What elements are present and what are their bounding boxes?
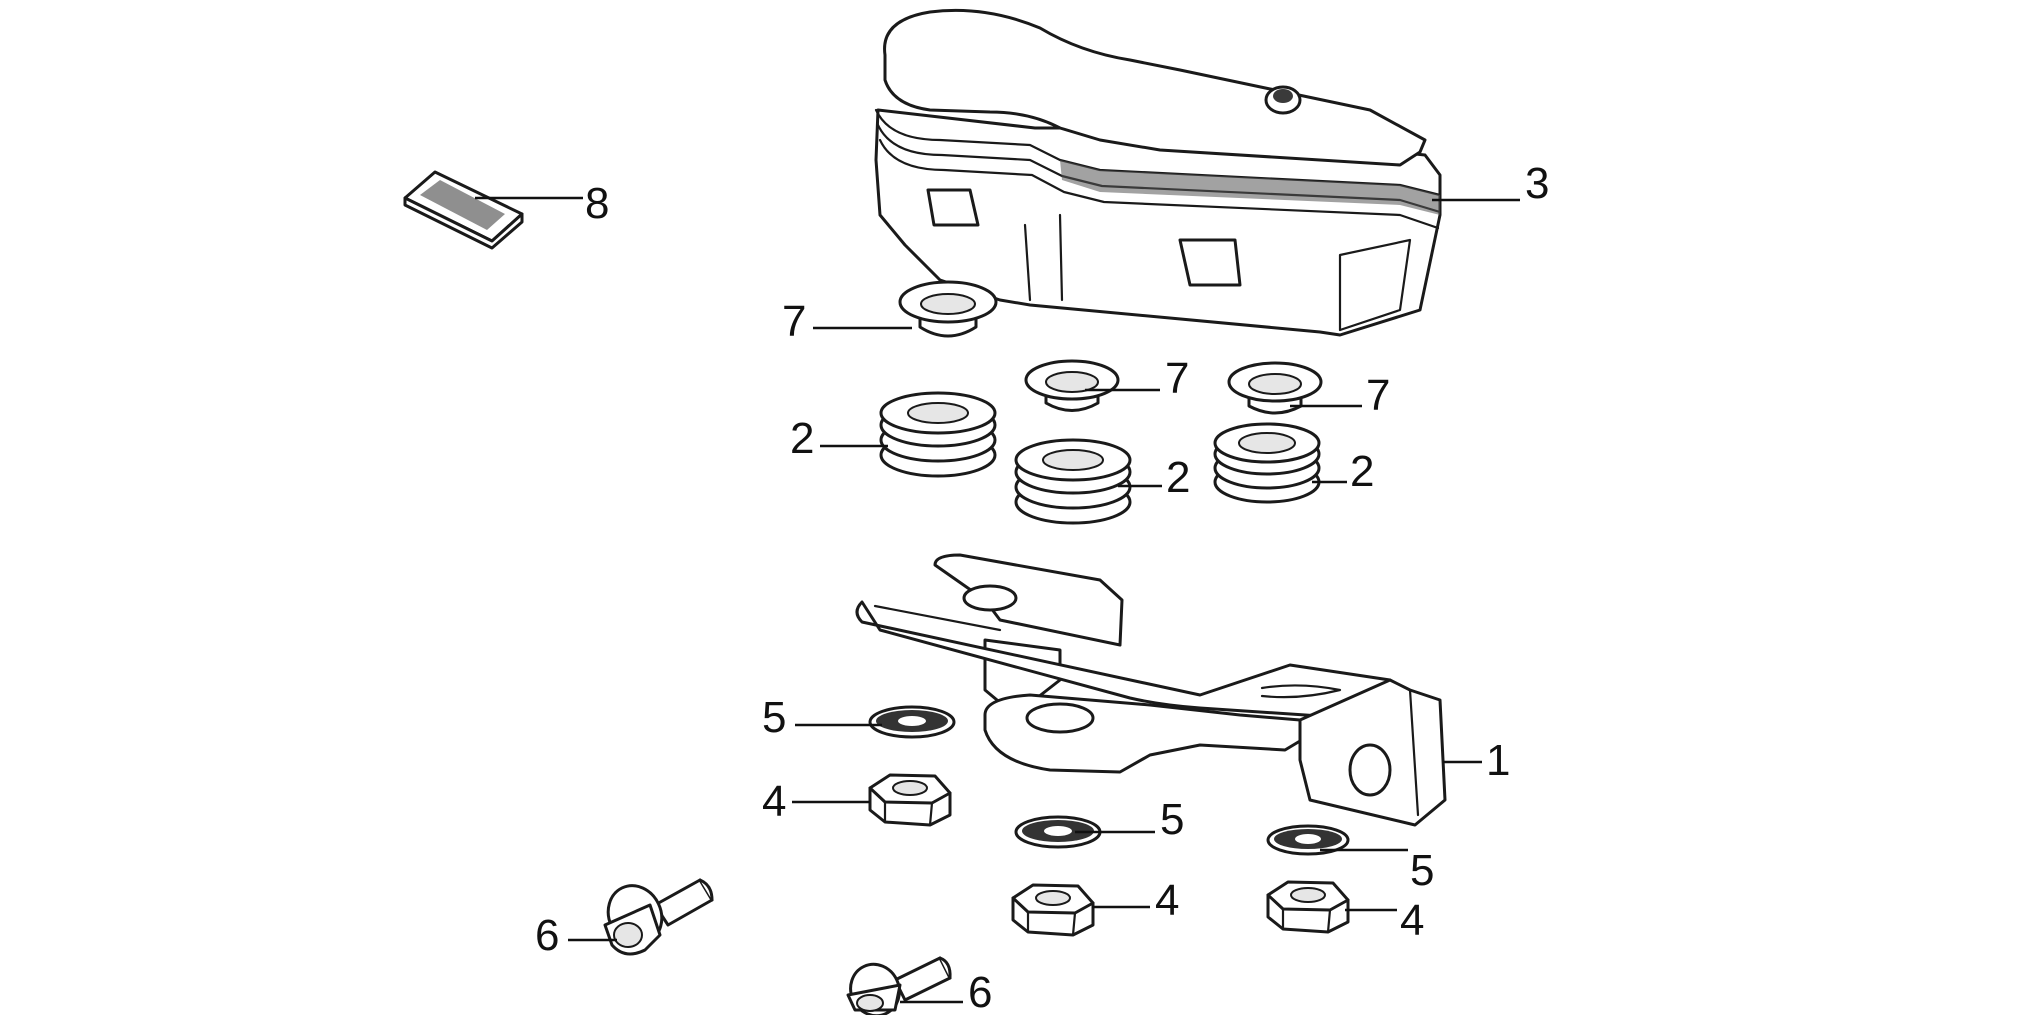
callout-2-mid: 2 [1166,453,1190,502]
washer-drawing-right [1266,824,1350,856]
callout-4-mid: 4 [1155,876,1179,925]
grommet-drawing-left [879,391,997,478]
callout-4-right: 4 [1400,896,1424,945]
callouts: 8 3 7 7 7 2 2 2 1 5 4 5 5 4 4 6 6 [535,159,1549,1015]
callout-1: 1 [1486,736,1510,785]
callout-7-mid: 7 [1165,354,1189,403]
washer-drawing-mid [1014,815,1102,849]
callout-6-right: 6 [968,968,992,1015]
grommet-drawing-right [1213,422,1321,504]
callout-5-mid: 5 [1160,795,1184,844]
collar-drawing-right [1227,361,1323,415]
collar-drawing-left [898,280,998,338]
label-plate-drawing [403,170,524,250]
callout-2-left: 2 [790,414,814,463]
callout-5-left: 5 [762,693,786,742]
callout-7-right: 7 [1366,371,1390,420]
nut-drawing-right [1266,880,1350,934]
callout-3: 3 [1525,159,1549,208]
callout-4-left: 4 [762,777,786,826]
collar-drawing-mid [1024,359,1120,412]
callout-2-right: 2 [1350,447,1374,496]
bolt-drawing-right [846,956,952,1015]
meter-assembly-drawing [874,8,1442,337]
bracket-drawing [855,553,1447,827]
bolt-drawing-left [603,878,714,956]
callout-6-left: 6 [535,911,559,960]
callout-5-right: 5 [1410,846,1434,895]
nut-drawing-left [868,773,952,827]
washer-drawing-left [868,705,956,739]
nut-drawing-mid [1011,883,1095,937]
grommet-drawing-mid [1014,438,1132,525]
leader-lines [475,196,1520,1004]
callout-7-left: 7 [782,297,806,346]
callout-8: 8 [585,179,609,228]
